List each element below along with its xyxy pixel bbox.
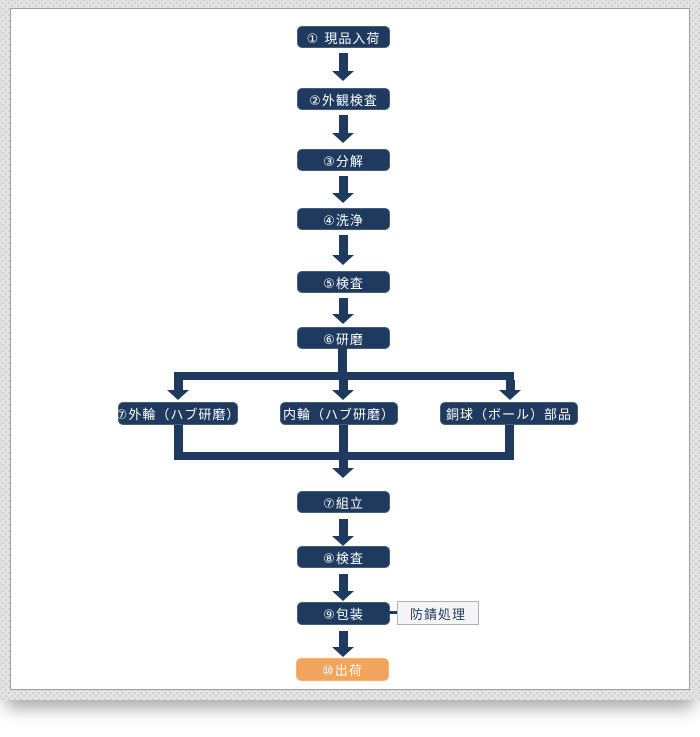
branch-ball-parts: 銅球（ボール）部品	[440, 402, 578, 425]
connector-line	[174, 425, 183, 458]
split-bar	[174, 372, 514, 380]
diagram-frame	[0, 0, 700, 700]
flow-step-polishing: ⑥研磨	[297, 327, 390, 349]
arrow-down-icon	[332, 176, 354, 203]
arrow-down-icon	[332, 519, 354, 546]
connector-line	[505, 425, 514, 458]
arrow-down-icon	[332, 380, 354, 400]
flow-step-inspection-1: ⑤検査	[297, 271, 390, 293]
arrow-down-icon	[332, 53, 354, 81]
arrow-down-icon	[332, 631, 354, 657]
flow-step-packaging: ⑨包装	[297, 602, 390, 625]
arrow-down-icon	[167, 380, 189, 400]
flow-step-visual-inspection: ②外観検査	[297, 88, 390, 110]
note-connector-line	[388, 611, 399, 614]
diagram-panel	[10, 8, 690, 690]
arrow-down-icon	[332, 574, 354, 601]
flow-step-inspection-2: ⑧検査	[297, 546, 390, 568]
flow-step-disassembly: ③分解	[297, 149, 390, 171]
arrow-down-icon	[499, 380, 521, 400]
arrow-down-icon	[332, 115, 354, 143]
arrow-down-icon	[332, 235, 354, 265]
connector-line	[338, 348, 347, 376]
branch-outer-ring: ⑦外輪（ハブ研磨）	[116, 402, 239, 425]
branch-inner-ring: 内輪（ハブ研磨）	[280, 402, 398, 425]
flow-step-arrival: ① 現品入荷	[297, 26, 390, 48]
flow-step-assembly: ⑦組立	[297, 491, 390, 513]
arrow-down-icon	[332, 425, 354, 478]
flow-step-shipping: ⑩出荷	[296, 658, 389, 681]
flow-step-cleaning: ④洗浄	[297, 208, 390, 230]
rust-prevention-note: 防錆処理	[397, 601, 479, 625]
arrow-down-icon	[332, 298, 354, 324]
